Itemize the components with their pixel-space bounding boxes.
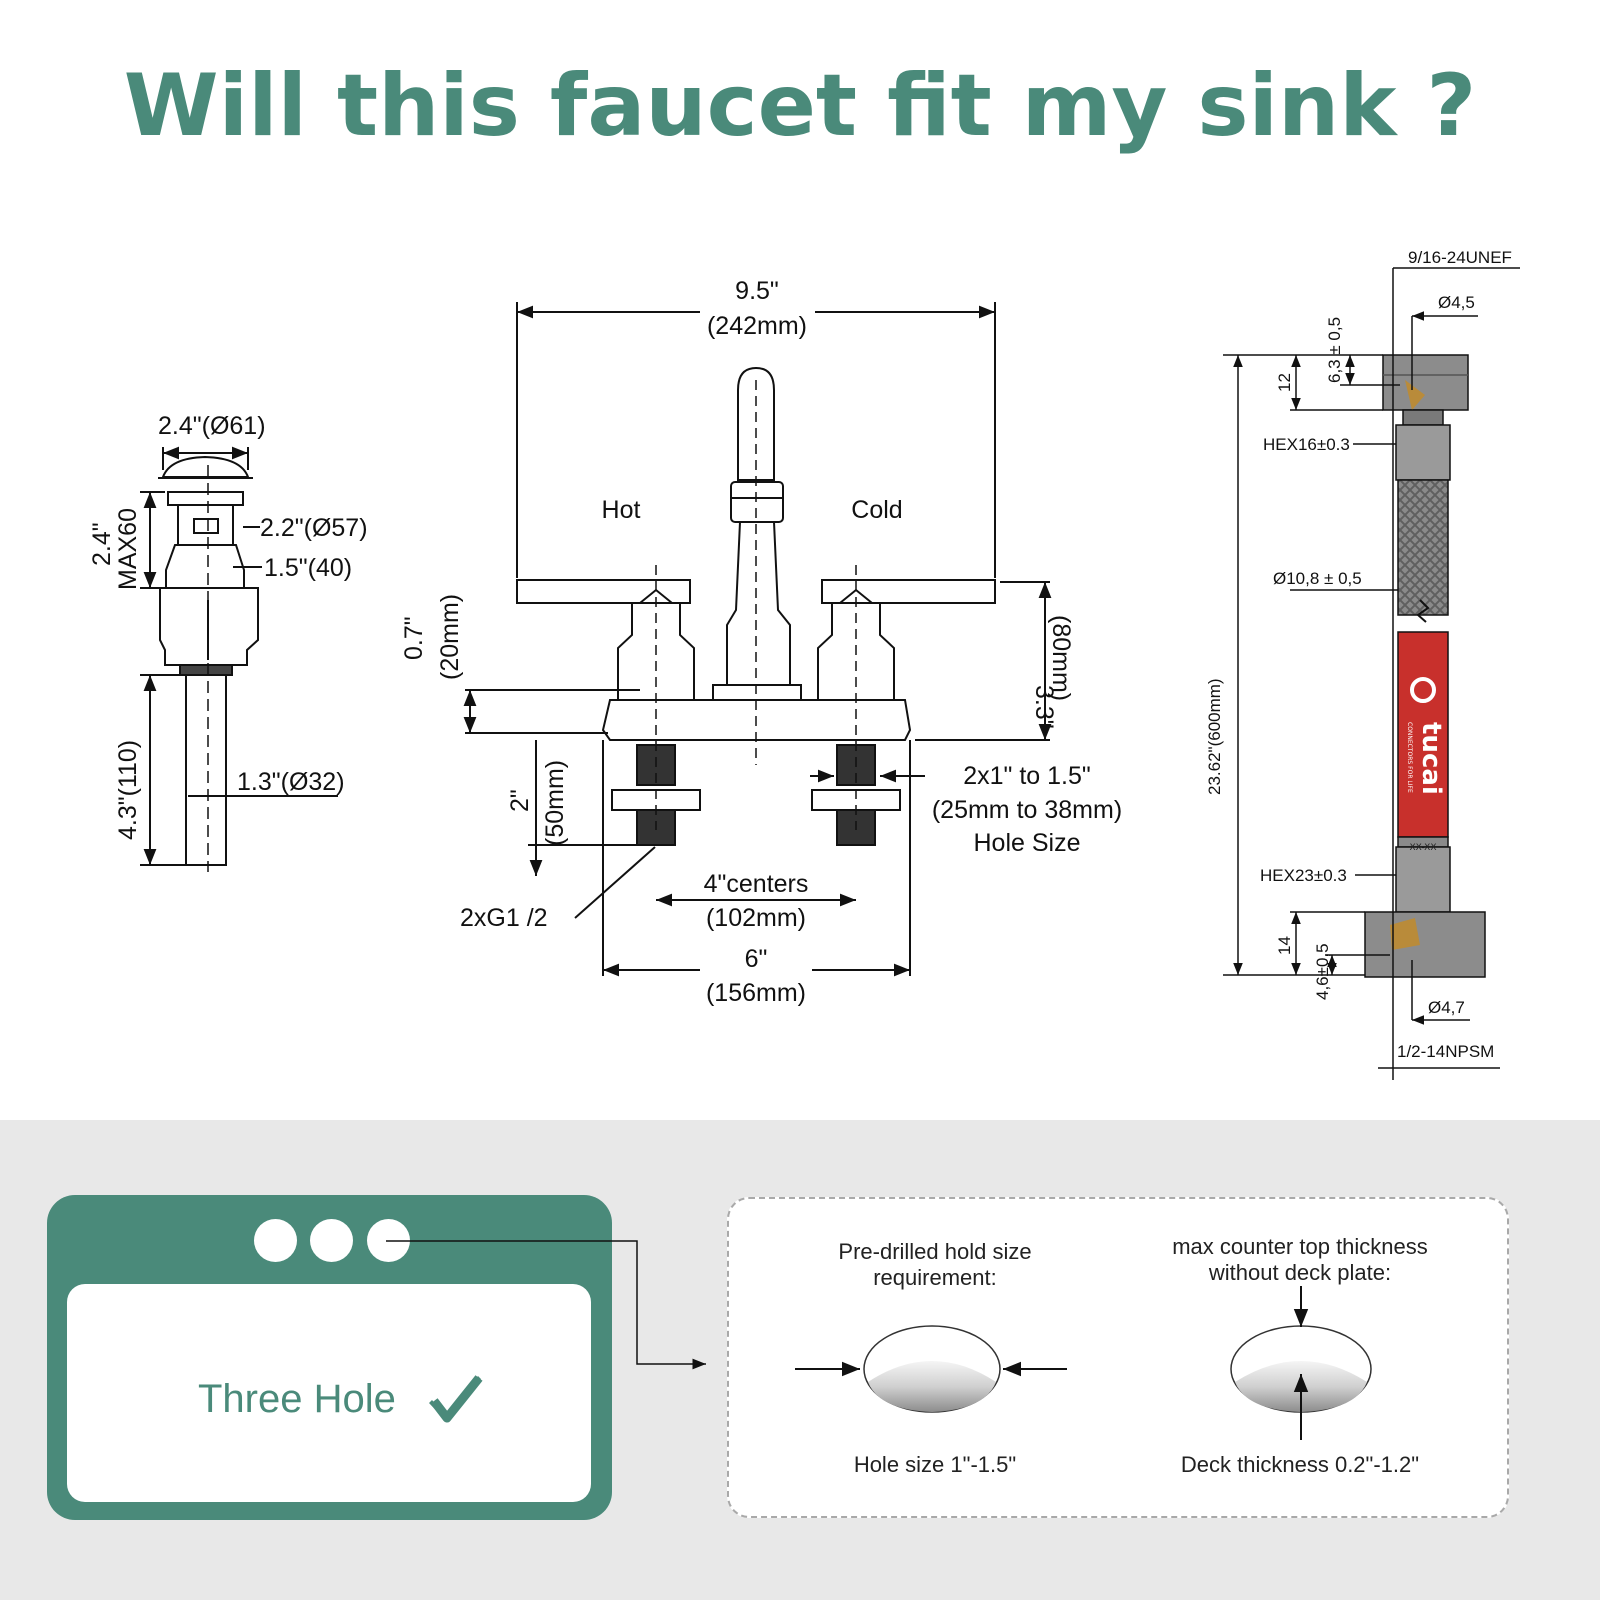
hose-length-label: 23.62"(600mm) bbox=[1205, 678, 1224, 795]
hole-requirement-title: Pre-drilled hold size requirement: bbox=[838, 1239, 1032, 1290]
deck-thickness-diagram bbox=[1230, 1286, 1372, 1440]
hot-label: Hot bbox=[602, 496, 641, 524]
hole-size-line2-label: (25mm to 38mm) bbox=[932, 796, 1122, 824]
drain-body-diameter-label: 1.5"(40) bbox=[264, 554, 352, 582]
centers-mm-label: (102mm) bbox=[706, 904, 806, 932]
deck-requirement-value: Deck thickness 0.2"-1.2" bbox=[1180, 1452, 1420, 1477]
page-title: Will this faucet fit my sink ? bbox=[123, 56, 1477, 156]
hole-dot-2 bbox=[310, 1219, 353, 1262]
top-nut-length-label: 12 bbox=[1275, 373, 1294, 392]
drain-tail-diameter-label: 1.3"(Ø32) bbox=[237, 768, 345, 796]
shank-length-mm-label: (50mm) bbox=[541, 760, 569, 846]
centers-in-label: 4"centers bbox=[704, 870, 809, 898]
top-depth-label: 6,3 ± 0,5 bbox=[1325, 317, 1344, 383]
checkmark-icon bbox=[429, 1375, 483, 1423]
base-width-mm-label: (156mm) bbox=[706, 979, 806, 1007]
top-thread-label: 9/16-24UNEF bbox=[1408, 248, 1512, 267]
handle-height-mm-label: (80mm) bbox=[1047, 615, 1075, 701]
drain-flange-diameter-label: 2.2"(Ø57) bbox=[260, 514, 368, 542]
hole-requirement-value: Hole size 1"-1.5" bbox=[853, 1452, 1017, 1477]
sink-type-label: Three Hole bbox=[198, 1377, 396, 1421]
base-height-mm-label: (20mm) bbox=[436, 594, 464, 680]
drain-height-max-label: MAX60 bbox=[114, 508, 142, 590]
bottom-thread-label: 1/2-14NPSM bbox=[1397, 1042, 1494, 1061]
bottom-nut-length-label: 14 bbox=[1275, 936, 1294, 955]
base-height-in-label: 0.7" bbox=[400, 616, 428, 660]
base-width-in-label: 6" bbox=[745, 945, 768, 973]
bottom-depth-label: 4,6±0,5 bbox=[1313, 943, 1332, 1000]
deck-requirement-title: max counter top thickness without deck p… bbox=[1172, 1234, 1428, 1285]
requirements-box bbox=[727, 1197, 1509, 1518]
faucet-width-mm-label: (242mm) bbox=[707, 312, 807, 340]
faucet-width-in-label: 9.5" bbox=[735, 277, 779, 305]
connection-label: 2xG1 /2 bbox=[460, 904, 548, 932]
connector-and-hole-diagrams bbox=[386, 1240, 1372, 1440]
drain-tail-length-label: 4.3"(110) bbox=[114, 740, 142, 840]
cold-label: Cold bbox=[851, 496, 902, 524]
hole-size-diagram bbox=[795, 1325, 1067, 1413]
brand-name: tucai bbox=[1416, 722, 1446, 795]
shank-length-in-label: 2" bbox=[506, 789, 534, 812]
hex-bottom-label: HEX23±0.3 bbox=[1260, 866, 1347, 885]
hose-drawing bbox=[1223, 267, 1520, 1080]
brand-logo-icon bbox=[1410, 677, 1436, 703]
brand-tagline: CONNECTORS FOR LIFE bbox=[1406, 722, 1413, 793]
sink-type-panel bbox=[67, 1284, 591, 1502]
bottom-bore-label: Ø4,7 bbox=[1428, 998, 1465, 1017]
faucet-drawing bbox=[463, 302, 1052, 977]
band-code: XX-XX bbox=[1409, 843, 1436, 853]
drain-height-label: 2.4" bbox=[88, 522, 116, 566]
handle-height-in-label: 3.3" bbox=[1030, 685, 1058, 729]
hole-dot-1 bbox=[254, 1219, 297, 1262]
hole-size-line3-label: Hole Size bbox=[974, 829, 1081, 857]
hex-top-label: HEX16±0.3 bbox=[1263, 435, 1350, 454]
technical-drawing: 2.4"(Ø61) 2.2"(Ø57) 1.5"(40) 1.3"(Ø32) 2… bbox=[88, 248, 1520, 1080]
drain-top-diameter-label: 2.4"(Ø61) bbox=[158, 412, 266, 440]
hose-diameter-label: Ø10,8 ± 0,5 bbox=[1273, 569, 1362, 588]
hole-size-line1-label: 2x1" to 1.5" bbox=[963, 762, 1091, 790]
top-bore-label: Ø4,5 bbox=[1438, 293, 1475, 312]
drain-drawing bbox=[140, 446, 338, 872]
